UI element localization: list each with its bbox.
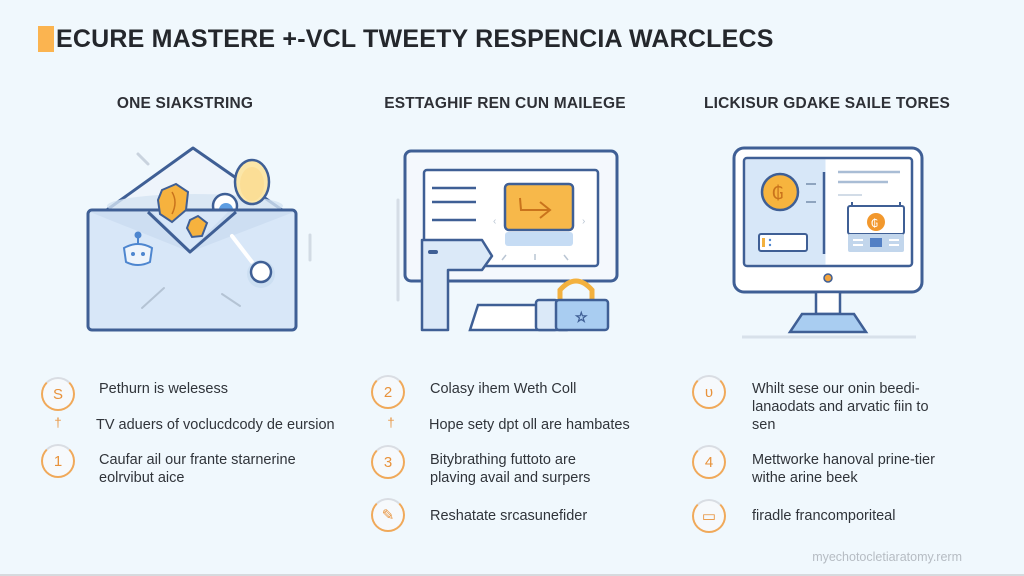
number-3-icon: 3 bbox=[371, 445, 405, 479]
list-item-text: Mettworke hanoval prine-tier withe arine… bbox=[752, 452, 935, 486]
svg-text:₲: ₲ bbox=[772, 183, 783, 204]
dagger-icon: † bbox=[387, 415, 395, 430]
bottom-rule bbox=[0, 574, 1024, 576]
number-1-icon: 1 bbox=[41, 444, 75, 478]
monitor-with-coin-icon: ₲ ₲ bbox=[732, 146, 924, 339]
monitor-with-lock-icon: ‹ › ☆ bbox=[396, 149, 619, 332]
number-4-icon: 4 bbox=[692, 445, 726, 479]
list-item-text: firadle francomporiteal bbox=[752, 508, 896, 524]
svg-text:☆: ☆ bbox=[575, 310, 588, 326]
envelope-with-shields-icon bbox=[86, 146, 312, 332]
svg-text:₲: ₲ bbox=[871, 217, 878, 230]
list-item-text: Reshatate srcasunefider bbox=[430, 508, 588, 524]
list-item-text: Whilt sese our onin beedi-lanaodats and … bbox=[752, 381, 929, 433]
title-accent-bar bbox=[38, 26, 54, 52]
dollar-sign-icon: S bbox=[41, 377, 75, 411]
glyph-u-icon: υ bbox=[692, 375, 726, 409]
svg-text:‹: ‹ bbox=[493, 216, 496, 227]
column-heading-3: LICKISUR GDAKE SAILE TORES bbox=[703, 95, 951, 112]
list-item-text: Bitybrathing futtoto are plaving avail a… bbox=[430, 452, 591, 486]
box-icon: ▭ bbox=[692, 499, 726, 533]
page-title: ECURE MASTERE +-VCL TWEETY RESPENCIA WAR… bbox=[38, 24, 774, 54]
pencil-icon: ✎ bbox=[371, 498, 405, 532]
column-heading-2: ESTTAGHIF REN CUN MAILEGE bbox=[384, 95, 626, 112]
watermark: myechotocletiaratomy.rerm bbox=[812, 550, 962, 564]
title-text: ECURE MASTERE +-VCL TWEETY RESPENCIA WAR… bbox=[56, 24, 774, 53]
list-item-text: Colasy ihem Weth Coll bbox=[430, 381, 577, 397]
list-item-text: TV aduers of voclucdcody de eursion bbox=[96, 417, 335, 433]
dagger-icon: † bbox=[54, 415, 62, 430]
list-item-text: Hope sety dpt oll are hambates bbox=[429, 417, 630, 433]
number-2-icon: 2 bbox=[371, 375, 405, 409]
list-item-text: Pethurn is welesess bbox=[99, 381, 228, 397]
column-heading-1: ONE SIAKSTRING bbox=[116, 95, 254, 112]
list-item-text: Caufar ail our frante starnerine eolrvib… bbox=[99, 452, 296, 486]
svg-text:›: › bbox=[582, 216, 585, 227]
